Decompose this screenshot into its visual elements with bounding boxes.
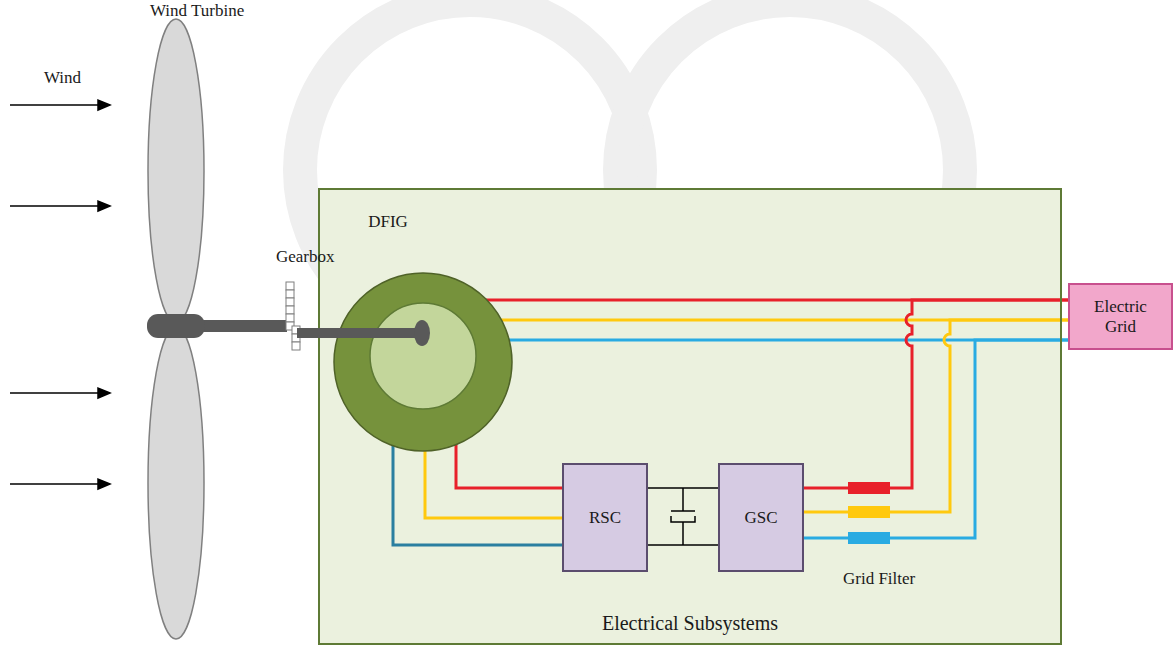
converter-box: GSC bbox=[718, 463, 804, 572]
node-label: GSC bbox=[744, 508, 777, 528]
node-label: Electric Grid bbox=[1085, 297, 1157, 336]
shaft-end bbox=[414, 320, 430, 346]
gearbox-symbol bbox=[286, 282, 300, 350]
wire bbox=[393, 444, 562, 545]
wire bbox=[804, 340, 1068, 538]
wire bbox=[425, 449, 562, 518]
turbine-hub bbox=[147, 314, 205, 338]
three-phase-wire bbox=[393, 443, 562, 545]
turbine-blade bbox=[148, 327, 204, 639]
wind-label: Wind bbox=[44, 68, 81, 88]
rotor-disc bbox=[370, 303, 476, 409]
wire bbox=[456, 443, 562, 488]
grid-filter bbox=[848, 506, 890, 518]
node-label: RSC bbox=[589, 508, 621, 528]
wind-arrows bbox=[10, 100, 110, 489]
rotor-shaft bbox=[297, 328, 422, 338]
three-phase-wire bbox=[648, 488, 718, 545]
grid-box: Electric Grid bbox=[1068, 283, 1173, 350]
converter-box: RSC bbox=[562, 463, 648, 572]
generator-drawing bbox=[333, 272, 513, 452]
filter-label: Grid Filter bbox=[843, 569, 915, 589]
generator-circle: DFIG bbox=[333, 272, 513, 452]
wire bbox=[804, 300, 1068, 488]
three-phase-wire bbox=[804, 300, 1068, 538]
turbine-label: Wind Turbine bbox=[150, 1, 244, 21]
stator-ring bbox=[334, 273, 512, 451]
gearbox-label: Gearbox bbox=[276, 247, 335, 267]
dc-link-capacitor bbox=[671, 488, 695, 545]
panel-title: Electrical Subsystems bbox=[320, 612, 1060, 635]
grid-filter bbox=[848, 482, 890, 494]
turbine-blade bbox=[148, 19, 204, 323]
subsystem-panel: Electrical Subsystems DFIG RSC GSC bbox=[318, 188, 1062, 645]
node-label: DFIG bbox=[333, 212, 443, 232]
main-shaft bbox=[203, 320, 287, 332]
grid-filter bbox=[848, 532, 890, 544]
wire bbox=[804, 320, 1068, 512]
